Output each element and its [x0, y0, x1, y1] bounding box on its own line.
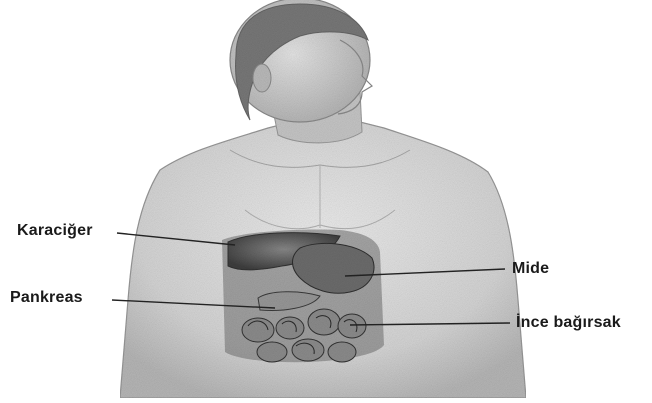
label-liver: Karaciğer — [17, 222, 93, 240]
label-stomach: Mide — [512, 260, 549, 278]
label-pancreas: Pankreas — [10, 289, 83, 307]
abdomen-organs — [222, 229, 384, 362]
label-small-intestine: İnce bağırsak — [516, 314, 621, 332]
